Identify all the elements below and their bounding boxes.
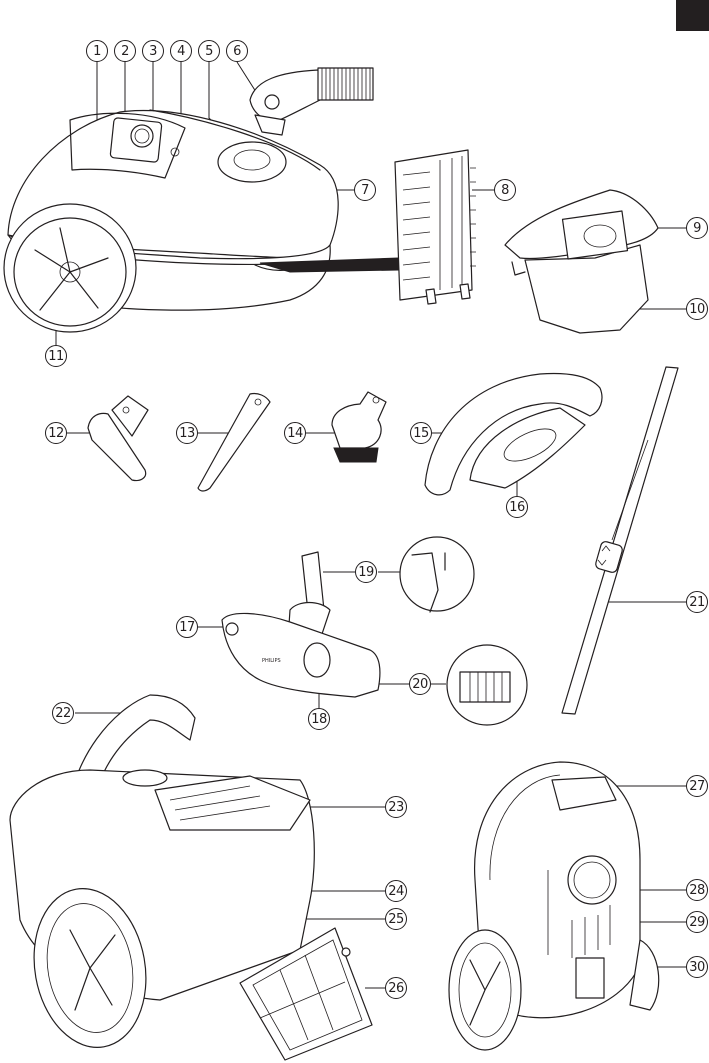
dust-bag-holder-illustration <box>504 189 659 334</box>
callout-label: 10 <box>689 301 705 317</box>
callout-label: 19 <box>358 564 374 580</box>
callout-2: 2 <box>114 40 136 62</box>
callout-label: 4 <box>177 43 185 59</box>
callout-label: 16 <box>509 499 525 515</box>
callout-16: 16 <box>506 496 528 518</box>
upholstery-nozzle-illustration <box>87 395 149 482</box>
callout-label: 15 <box>413 425 429 441</box>
callout-label: 6 <box>233 43 241 59</box>
callout-7: 7 <box>354 179 376 201</box>
callout-30: 30 <box>686 956 708 978</box>
callout-6: 6 <box>226 40 248 62</box>
callout-29: 29 <box>686 911 708 933</box>
callout-5: 5 <box>198 40 220 62</box>
callout-label: 12 <box>48 425 64 441</box>
vacuum-rear-view-illustration <box>9 694 373 1061</box>
callout-label: 30 <box>689 959 705 975</box>
callout-label: 24 <box>388 883 404 899</box>
callout-11: 11 <box>45 345 67 367</box>
callout-8: 8 <box>494 179 516 201</box>
callout-12: 12 <box>45 422 67 444</box>
callout-label: 1 <box>93 43 101 59</box>
callout-10: 10 <box>686 298 708 320</box>
section-tab-marker <box>676 0 709 31</box>
callout-18: 18 <box>308 708 330 730</box>
callout-label: 20 <box>412 676 428 692</box>
callout-15: 15 <box>410 422 432 444</box>
callout-label: 11 <box>48 348 64 364</box>
callout-13: 13 <box>176 422 198 444</box>
callout-label: 8 <box>501 182 509 198</box>
callout-label: 26 <box>388 980 404 996</box>
vacuum-back-view-illustration <box>448 761 660 1051</box>
callout-label: 29 <box>689 914 705 930</box>
callout-28: 28 <box>686 879 708 901</box>
callout-label: 9 <box>693 220 701 236</box>
floor-nozzle-illustration: PHILIPS <box>221 536 528 726</box>
callout-27: 27 <box>686 775 708 797</box>
callout-label: 5 <box>205 43 213 59</box>
callout-label: 7 <box>361 182 369 198</box>
motor-filter-illustration <box>259 149 476 305</box>
callout-label: 18 <box>311 711 327 727</box>
hose-connector-illustration <box>249 67 374 136</box>
telescopic-tube-illustration <box>561 366 679 715</box>
crevice-nozzle-illustration <box>197 392 271 492</box>
callout-20: 20 <box>409 673 431 695</box>
callout-label: 22 <box>55 705 71 721</box>
callout-4: 4 <box>170 40 192 62</box>
callout-label: 2 <box>121 43 129 59</box>
dusting-brush-illustration <box>331 391 387 463</box>
callout-label: 28 <box>689 882 705 898</box>
callout-3: 3 <box>142 40 164 62</box>
callout-23: 23 <box>385 796 407 818</box>
callout-26: 26 <box>385 977 407 999</box>
callout-9: 9 <box>686 217 708 239</box>
callout-label: 23 <box>388 799 404 815</box>
callout-21: 21 <box>686 591 708 613</box>
callout-label: 21 <box>689 594 705 610</box>
callout-label: 3 <box>149 43 157 59</box>
callout-label: 17 <box>179 619 195 635</box>
callout-label: 27 <box>689 778 705 794</box>
callout-label: 14 <box>287 425 303 441</box>
callout-22: 22 <box>52 702 74 724</box>
vacuum-body-illustration <box>3 109 339 333</box>
leader-6 <box>236 61 259 96</box>
callout-14: 14 <box>284 422 306 444</box>
callout-label: 13 <box>179 425 195 441</box>
callout-1: 1 <box>86 40 108 62</box>
hose-handle-illustration <box>424 372 603 496</box>
callout-17: 17 <box>176 616 198 638</box>
callout-24: 24 <box>385 880 407 902</box>
nozzle-brand-text: PHILIPS <box>262 658 281 664</box>
callout-19: 19 <box>355 561 377 583</box>
callout-25: 25 <box>385 908 407 930</box>
callout-label: 25 <box>388 911 404 927</box>
